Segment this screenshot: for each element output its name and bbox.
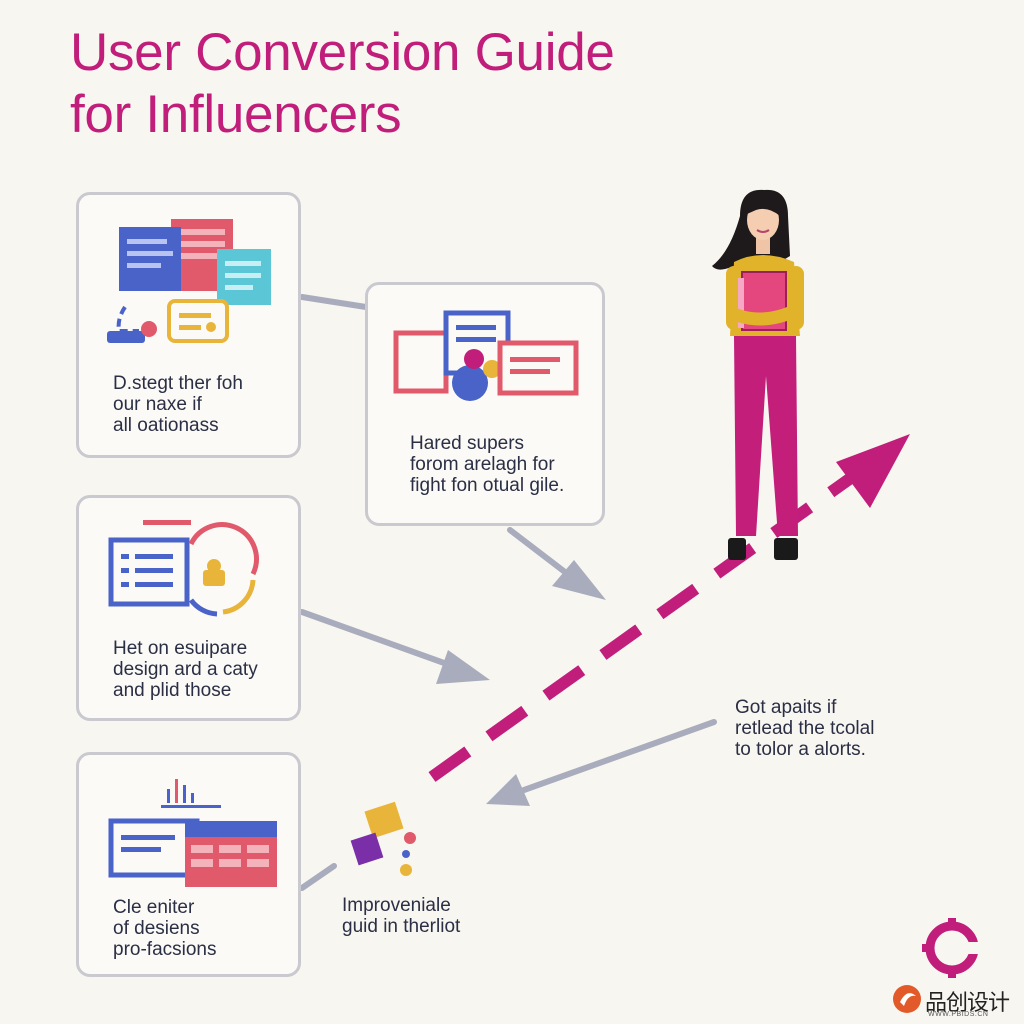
card-1-line-2: our naxe if <box>113 394 202 415</box>
side-note-line-3: to tolor a alorts. <box>735 739 866 760</box>
card-4-line-2: of desiens <box>113 918 200 939</box>
card-4-line-1: Cle eniter <box>113 897 195 918</box>
step-card-2: Hared supers forom arelagh for fight fon… <box>365 282 605 526</box>
card-2-line-3: fight fon otual gile. <box>410 475 565 496</box>
card-2-line-1: Hared supers <box>410 433 525 454</box>
card-1-line-1: D.stegt ther foh <box>113 373 243 394</box>
connector-arrow-3 <box>299 609 490 684</box>
connector-arrow-4 <box>486 719 717 806</box>
side-note-line-2: retlead the tcolal <box>735 718 875 739</box>
side-note-line-1: Got apaits if <box>735 697 837 718</box>
bottom-note-line-1: Improveniale <box>342 895 451 916</box>
card-1-line-3: all oationass <box>113 415 219 436</box>
shapes-icon <box>350 801 416 876</box>
connector-arrow-5 <box>299 863 337 891</box>
card-3-line-3: and plid those <box>113 680 232 701</box>
card-3-line-1: Het on esuipare <box>113 638 248 659</box>
target-form-icon <box>108 520 259 617</box>
title-line-2: for Influencers <box>70 85 402 144</box>
layout-icon <box>393 310 579 401</box>
bottom-note-line-2: guid in therliot <box>342 916 461 937</box>
card-2-line-2: forom arelagh for <box>410 454 555 475</box>
brand-logo-icon <box>922 918 984 978</box>
step-card-4: Cle eniter of desiens pro-facsions <box>76 752 301 977</box>
card-4-line-3: pro-facsions <box>113 939 217 960</box>
chart-table-icon <box>108 779 277 887</box>
step-card-1-text: D.stegt ther foh our naxe if all oationa… <box>113 373 243 436</box>
page-title: User Conversion Guide for Influencers <box>70 22 615 146</box>
step-card-3-text: Het on esuipare design ard a caty and pl… <box>113 638 258 701</box>
card-3-line-2: design ard a caty <box>113 659 258 680</box>
step-card-2-text: Hared supers forom arelagh for fight fon… <box>410 433 564 496</box>
title-line-1: User Conversion Guide <box>70 23 615 82</box>
watermark-logo-icon <box>893 985 921 1013</box>
step-card-4-text: Cle eniter of desiens pro-facsions <box>113 897 217 960</box>
side-note: Got apaits if retlead the tcolal to tolo… <box>735 697 874 760</box>
connector-arrow-2 <box>507 527 606 600</box>
watermark-site: WWW.PBIDS.CN <box>928 1011 989 1018</box>
step-card-1: D.stegt ther foh our naxe if all oationa… <box>76 192 301 458</box>
step-card-3: Het on esuipare design ard a caty and pl… <box>76 495 301 721</box>
connector-arrow-1 <box>299 294 369 310</box>
bottom-note: Improveniale guid in therliot <box>342 895 460 937</box>
document-stack-icon <box>107 219 271 343</box>
influencer-figure <box>712 189 804 560</box>
watermark-text: 品创设计 <box>925 991 1010 1016</box>
